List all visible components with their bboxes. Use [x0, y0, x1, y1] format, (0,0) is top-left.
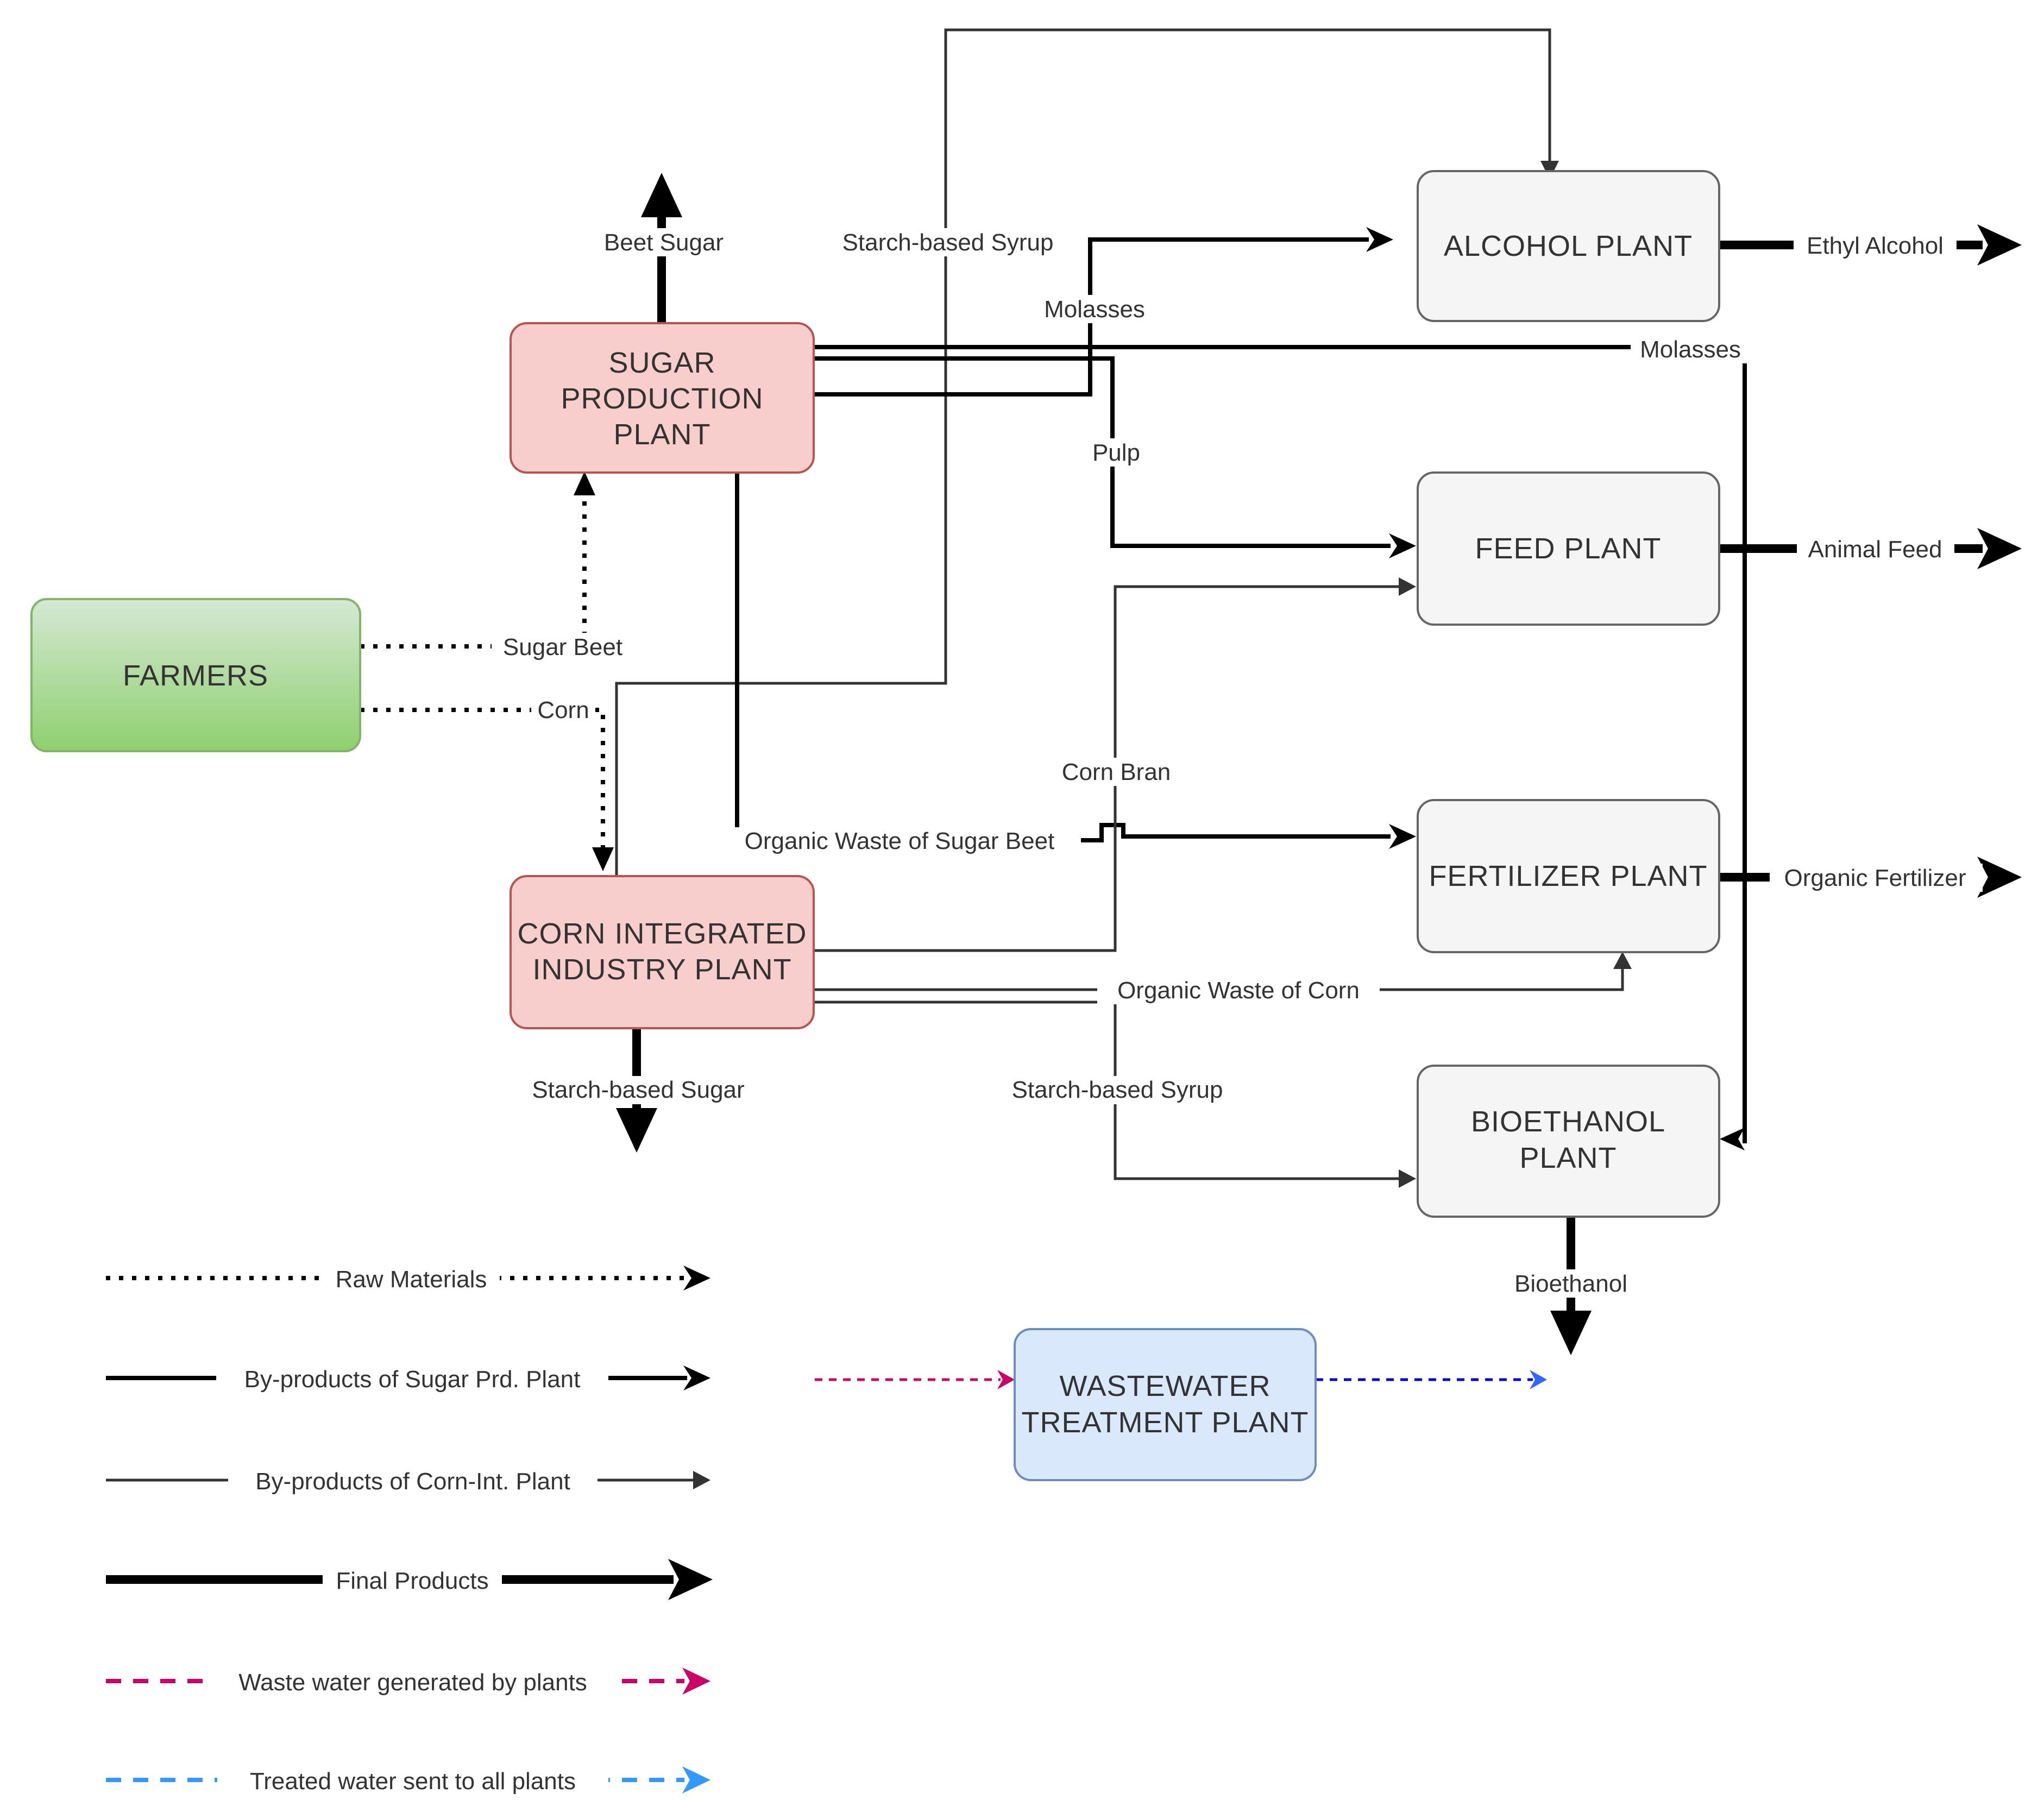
bioethanol-plant-label-line2: PLANT: [1519, 1142, 1617, 1174]
starch-syrup-bioethanol-label: Starch-based Syrup: [1012, 1077, 1223, 1103]
beet-sugar-label: Beet Sugar: [604, 229, 724, 256]
corn-plant-node[interactable]: CORN INTEGRATED INDUSTRY PLANT: [510, 875, 815, 1029]
sugar-plant-label-line3: PLANT: [613, 418, 710, 451]
farmers-label: FARMERS: [123, 659, 268, 692]
molasses-alcohol-label: Molasses: [1044, 296, 1145, 323]
sugar-plant-label-line2: PRODUCTION: [561, 382, 764, 415]
connectors: [360, 28, 2022, 1389]
bioethanol-plant-label-line1: BIOETHANOL: [1471, 1105, 1665, 1138]
molasses-bioethanol-flow: [814, 345, 1747, 1143]
molasses-alcohol-arrowhead: [1366, 227, 1393, 252]
corn-plant-box: [510, 875, 815, 1029]
corn-label: Corn: [537, 697, 589, 723]
legend-treated-water-label: Treated water sent to all plants: [250, 1768, 576, 1795]
corn-plant-label-line2: INDUSTRY PLANT: [532, 953, 791, 986]
legend-sugar-byproducts-label: By-products of Sugar Prd. Plant: [244, 1366, 581, 1393]
wastewater-plant-box: [1014, 1328, 1317, 1481]
corn-plant-label-line1: CORN INTEGRATED: [517, 917, 807, 950]
corn-bran-label: Corn Bran: [1062, 759, 1171, 785]
bioethanol-plant-box: [1417, 1065, 1720, 1218]
corn-flow: [360, 708, 605, 857]
legend-raw-materials-label: Raw Materials: [336, 1266, 487, 1293]
bioethanol-arrowhead: [1550, 1311, 1592, 1355]
sugar-plant-node[interactable]: SUGAR PRODUCTION PLANT: [510, 322, 815, 474]
legend-wastewater: Waste water generated by plants: [106, 1667, 710, 1696]
farmers-box: [30, 598, 361, 752]
starch-sugar-label: Starch-based Sugar: [532, 1077, 744, 1103]
feed-plant-label: FEED PLANT: [1475, 532, 1661, 565]
treated-water-out-arrowhead: [1530, 1370, 1547, 1389]
corn-arrowhead: [592, 847, 614, 871]
starch-sugar-arrowhead: [616, 1108, 657, 1153]
alcohol-plant-box: [1417, 170, 1720, 322]
animal-feed-arrowhead: [1977, 528, 2022, 569]
corn-bran-arrowhead: [1399, 577, 1416, 596]
legend-corn-byproducts-label: By-products of Corn-Int. Plant: [255, 1468, 570, 1495]
wastewater-in-arrowhead: [997, 1370, 1015, 1389]
starch-syrup-alcohol-label: Starch-based Syrup: [842, 229, 1054, 256]
farmers-node[interactable]: FARMERS: [30, 598, 361, 752]
molasses-bioethanol-arrowhead: [1720, 1128, 1745, 1150]
animal-feed-label: Animal Feed: [1808, 536, 1942, 563]
starch-syrup-bioethanol-arrowhead: [1399, 1169, 1416, 1188]
organic-waste-sugar-beet-arrowhead: [1389, 824, 1416, 849]
legend-raw-materials: Raw Materials: [106, 1266, 710, 1293]
bioethanol-label: Bioethanol: [1514, 1270, 1627, 1297]
pulp-arrowhead: [1389, 533, 1416, 558]
beet-sugar-arrowhead: [641, 173, 682, 217]
legend-corn-byproducts: By-products of Corn-Int. Plant: [106, 1468, 710, 1495]
bioethanol-plant-node[interactable]: BIOETHANOL PLANT: [1417, 1065, 1720, 1218]
flow-labels: Sugar Beet Corn Beet Sugar Starch-based …: [492, 228, 1983, 1298]
organic-waste-corn-flow: [814, 961, 1624, 991]
organic-waste-sugar-beet-label: Organic Waste of Sugar Beet: [745, 828, 1055, 854]
legend-treated-water: Treated water sent to all plants: [106, 1766, 710, 1795]
legend: Raw Materials By-products of Sugar Prd. …: [106, 1266, 713, 1795]
organic-fertilizer-arrowhead: [1977, 857, 2022, 898]
legend-final-products-label: Final Products: [336, 1568, 488, 1594]
ethyl-alcohol-label: Ethyl Alcohol: [1807, 232, 1944, 259]
sugar-beet-label: Sugar Beet: [503, 634, 622, 660]
feed-plant-node[interactable]: FEED PLANT: [1417, 471, 1720, 626]
fertilizer-plant-box: [1417, 799, 1720, 953]
wastewater-plant-label-line2: TREATMENT PLANT: [1021, 1406, 1309, 1439]
feed-plant-box: [1417, 471, 1720, 626]
alcohol-plant-node[interactable]: ALCOHOL PLANT: [1417, 170, 1720, 322]
organic-waste-corn-arrowhead: [1613, 952, 1632, 969]
fertilizer-plant-node[interactable]: FERTILIZER PLANT: [1417, 799, 1720, 953]
sugar-beet-arrowhead: [574, 471, 595, 495]
sugar-plant-label-line1: SUGAR: [608, 347, 715, 379]
wastewater-plant-node[interactable]: WASTEWATER TREATMENT PLANT: [1014, 1328, 1317, 1481]
legend-wastewater-label: Waste water generated by plants: [238, 1669, 587, 1696]
fertilizer-plant-label: FERTILIZER PLANT: [1429, 860, 1707, 892]
pulp-label: Pulp: [1092, 439, 1140, 466]
ethyl-alcohol-arrowhead: [1977, 224, 2022, 266]
sugar-beet-flow: [360, 486, 587, 649]
sugar-plant-box: [510, 322, 815, 474]
legend-sugar-byproducts: By-products of Sugar Prd. Plant: [106, 1365, 710, 1393]
wastewater-plant-label-line1: WASTEWATER: [1060, 1370, 1271, 1402]
legend-final-products: Final Products: [106, 1559, 713, 1600]
molasses-bioethanol-label: Molasses: [1640, 336, 1741, 363]
organic-fertilizer-label: Organic Fertilizer: [1784, 865, 1966, 891]
alcohol-plant-label: ALCOHOL PLANT: [1444, 230, 1693, 262]
nodes: FARMERS SUGAR PRODUCTION PLANT CORN INTE…: [30, 170, 1720, 1481]
organic-waste-corn-label: Organic Waste of Corn: [1117, 977, 1360, 1004]
